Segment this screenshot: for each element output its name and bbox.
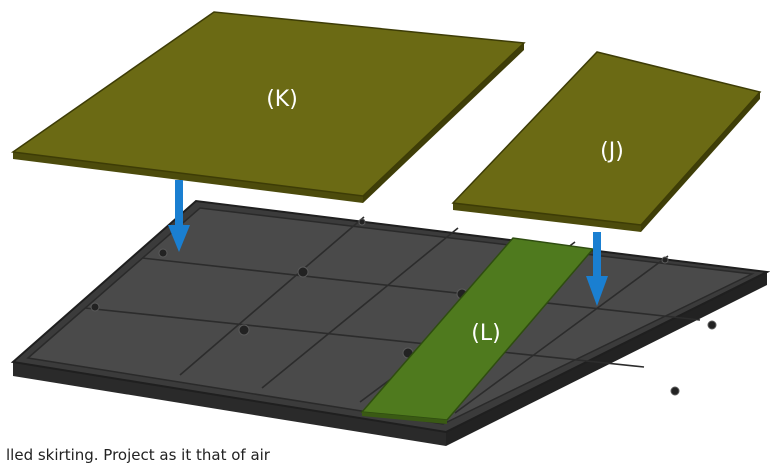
panel-j-label: (J)	[600, 139, 624, 164]
panel-k-label: (K)	[266, 87, 298, 112]
down-arrow-icon	[586, 232, 608, 306]
panel-k: (K)	[10, 11, 526, 203]
panel-j: (J)	[451, 51, 762, 232]
down-arrow-icon	[168, 180, 190, 252]
strip-l-label: (L)	[471, 321, 500, 346]
strip-l: (L)	[360, 237, 595, 424]
caption-text: lled skirting. Project as it that of air	[6, 446, 270, 464]
